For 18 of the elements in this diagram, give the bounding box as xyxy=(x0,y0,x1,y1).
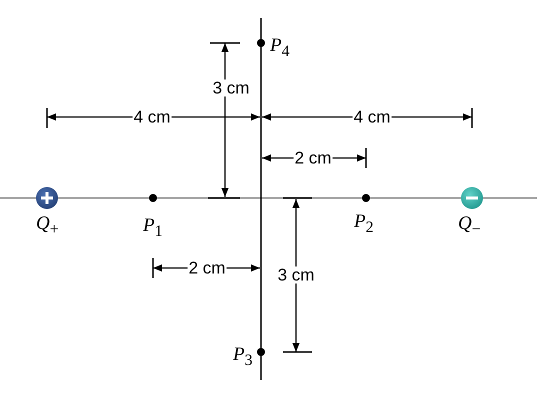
dimension-label: 3 cm xyxy=(212,80,250,96)
point-label: P$_{2}$ xyxy=(354,212,374,236)
dimension-label: 4 cm xyxy=(352,108,392,126)
point-dot xyxy=(362,194,370,202)
point-dot xyxy=(149,194,157,202)
point-dot xyxy=(257,39,265,47)
dimension-label: 3 cm xyxy=(276,266,316,284)
point-dot xyxy=(257,348,265,356)
positive-charge xyxy=(36,187,58,209)
dimension-label: 2 cm xyxy=(188,260,226,276)
point-label: P$_{4}$ xyxy=(270,36,290,60)
dimension-label: 2 cm xyxy=(294,150,332,166)
dimension-label: 4 cm xyxy=(132,108,172,126)
point-label: Q$_{−}$ xyxy=(458,214,481,238)
negative-charge xyxy=(461,187,483,209)
point-label: P$_{1}$ xyxy=(143,216,163,240)
point-label: P$_{3}$ xyxy=(233,345,253,369)
point-label: Q$_{+}$ xyxy=(36,214,59,238)
